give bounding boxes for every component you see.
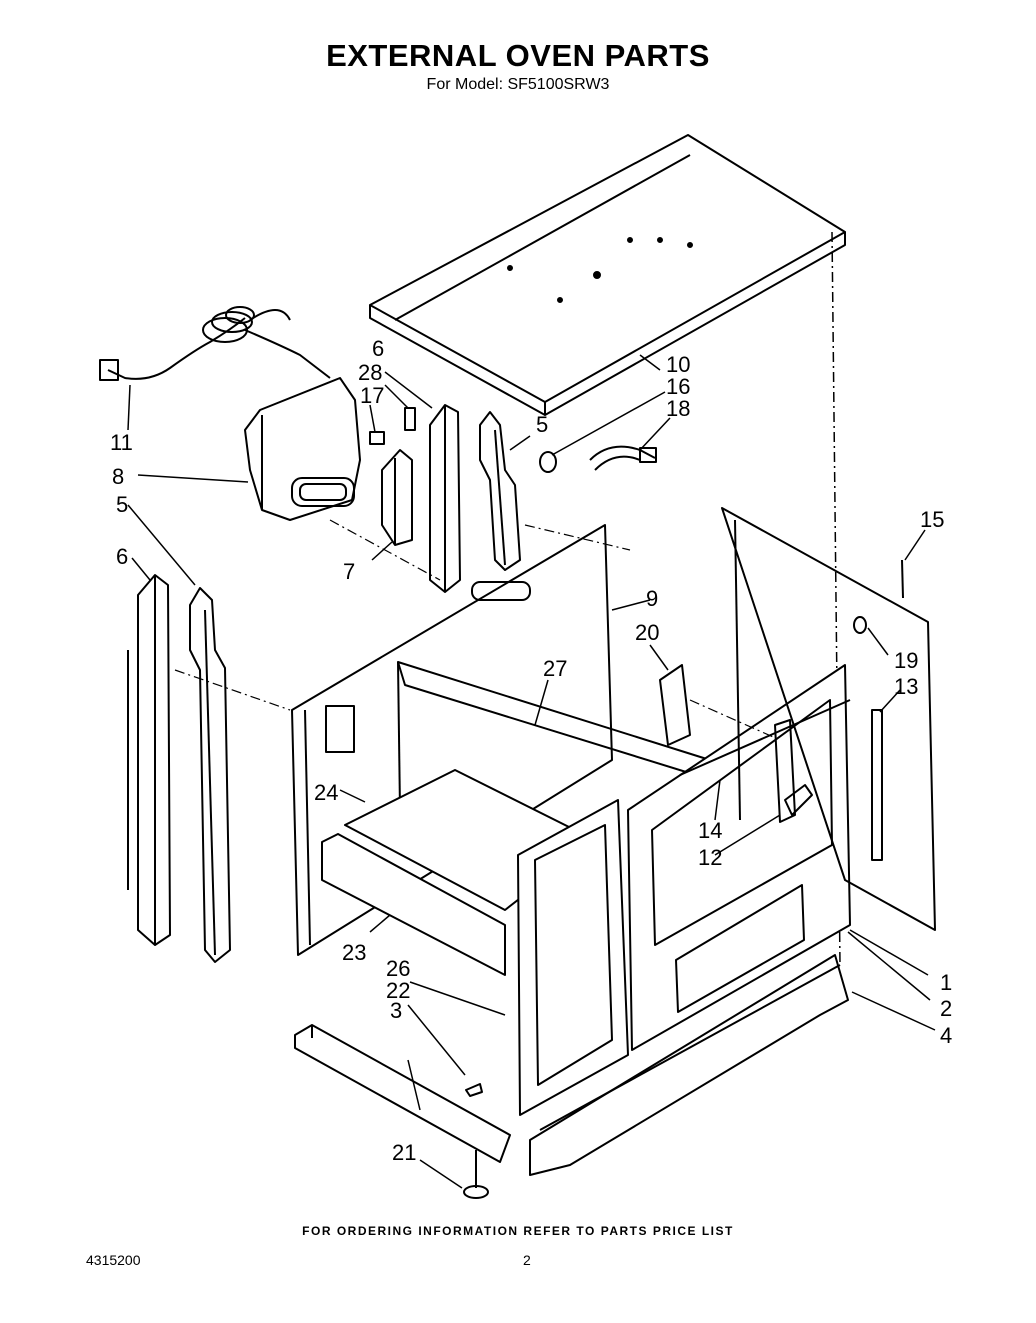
top-panel-part	[369, 134, 846, 416]
side-panel-part-1	[721, 507, 936, 931]
callout-28: 28	[358, 360, 382, 385]
callout-5-upper: 5	[536, 412, 548, 437]
callout-4: 4	[940, 1023, 952, 1048]
callout-23: 23	[342, 940, 366, 965]
front-rail-part-3	[294, 1024, 511, 1163]
side-trim-rail-left	[127, 574, 171, 946]
hinge-bracket-part-12	[774, 719, 813, 823]
callout-26: 26	[386, 956, 410, 981]
callout-16: 16	[666, 374, 690, 399]
wire-harness-part-18	[589, 445, 657, 471]
callout-12: 12	[698, 845, 722, 870]
clip-part-17	[369, 431, 385, 445]
side-panel-part-2	[627, 664, 851, 1051]
callout-3: 3	[390, 998, 402, 1023]
callout-8: 8	[112, 464, 124, 489]
callout-18: 18	[666, 396, 690, 421]
document-number: 4315200	[86, 1252, 141, 1268]
leveling-leg-part-21	[463, 1150, 489, 1199]
grommet-part-19	[853, 616, 867, 634]
callout-6-left: 6	[116, 544, 128, 569]
strip-part-13	[871, 709, 883, 861]
callout-1: 1	[940, 970, 952, 995]
callout-2: 2	[940, 996, 952, 1021]
base-rail-part-4	[529, 954, 849, 1176]
callout-14: 14	[698, 818, 722, 843]
rod-part-14	[679, 699, 851, 776]
clip-part-22	[465, 1083, 483, 1097]
model-subtitle: For Model: SF5100SRW3	[426, 76, 610, 93]
vent-duct-part	[244, 377, 361, 521]
page-title: EXTERNAL OVEN PARTS	[326, 38, 710, 73]
front-panel-part-26	[517, 799, 629, 1116]
callout-20: 20	[635, 620, 659, 645]
front-frame-part-23	[321, 833, 506, 976]
callout-21: 21	[392, 1140, 416, 1165]
bracket-part-7	[381, 449, 413, 546]
leader-lines	[127, 354, 936, 1189]
power-cord-part	[99, 306, 331, 381]
callout-27: 27	[543, 656, 567, 681]
side-panel-part-9	[291, 524, 613, 956]
screw-part-15	[901, 559, 904, 599]
callout-7: 7	[343, 559, 355, 584]
side-trim-rail-upper	[429, 404, 461, 593]
callout-10: 10	[666, 352, 690, 377]
spacer-part-28	[404, 407, 416, 431]
callout-9: 9	[646, 586, 658, 611]
page-number: 2	[523, 1252, 531, 1268]
callout-24: 24	[314, 780, 338, 805]
callout-15: 15	[920, 507, 944, 532]
switch-part-16	[539, 451, 557, 473]
ordering-note: FOR ORDERING INFORMATION REFER TO PARTS …	[302, 1224, 734, 1238]
callout-22: 22	[386, 978, 410, 1003]
bracket-part-20	[659, 664, 691, 746]
callout-11: 11	[110, 430, 133, 455]
callout-19: 19	[894, 648, 918, 673]
callout-6-upper: 6	[372, 336, 384, 361]
hinge-rail-left	[189, 587, 231, 963]
callout-17: 17	[360, 383, 384, 408]
callout-13: 13	[894, 674, 918, 699]
hinge-rail-upper	[479, 411, 521, 571]
callout-5-left: 5	[116, 492, 128, 517]
